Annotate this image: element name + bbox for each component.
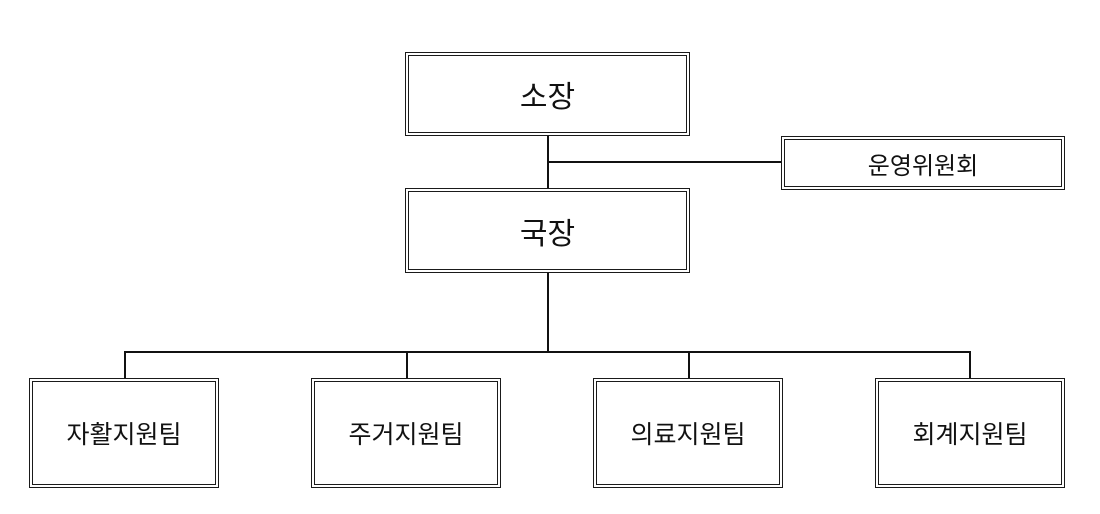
connector-chief-down xyxy=(547,271,549,352)
team-label: 주거지원팀 xyxy=(348,420,464,449)
bureau-chief-box: 국장 xyxy=(405,188,690,273)
connector-team-bus xyxy=(124,351,971,353)
connector-team-3 xyxy=(688,351,690,380)
team-box-4: 회계지원팀 xyxy=(875,378,1065,488)
team-box-2: 주거지원팀 xyxy=(311,378,501,488)
connector-team-4 xyxy=(969,351,971,380)
team-box-1: 자활지원팀 xyxy=(29,378,219,488)
team-box-3: 의료지원팀 xyxy=(593,378,783,488)
team-label: 회계지원팀 xyxy=(912,420,1028,449)
director-box: 소장 xyxy=(405,52,690,136)
committee-label: 운영위원회 xyxy=(867,151,979,180)
connector-committee-branch xyxy=(548,161,782,163)
team-label: 의료지원팀 xyxy=(630,420,746,449)
connector-team-1 xyxy=(124,351,126,380)
team-label: 자활지원팀 xyxy=(66,420,182,449)
committee-box: 운영위원회 xyxy=(781,136,1065,190)
director-label: 소장 xyxy=(519,80,576,115)
connector-team-2 xyxy=(406,351,408,380)
bureau-chief-label: 국장 xyxy=(519,216,576,252)
